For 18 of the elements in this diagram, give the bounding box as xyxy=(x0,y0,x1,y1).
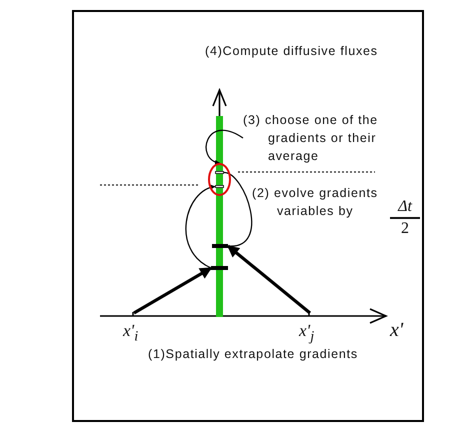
connector-line xyxy=(224,172,252,247)
point-label: x'$_{j}$ xyxy=(299,322,314,344)
step-label: (1)Spatially extrapolate gradients xyxy=(148,347,358,361)
step-note: (2) evolve gradients variables by xyxy=(252,185,379,220)
arrow xyxy=(206,130,244,164)
arrow xyxy=(133,266,212,314)
fraction-denominator: 2 xyxy=(400,221,410,237)
point-label: x'$_{i}$ xyxy=(123,322,138,344)
face-marker xyxy=(215,185,224,188)
gradient-marker xyxy=(211,266,228,270)
axis-label: x' xyxy=(390,320,404,340)
face-marker xyxy=(215,171,224,174)
gradient-marker xyxy=(212,244,228,248)
fraction-numerator: Δt xyxy=(396,199,414,215)
step-label: (4)Compute diffusive fluxes xyxy=(205,44,378,58)
arrow xyxy=(185,185,216,269)
arrow xyxy=(226,244,312,314)
step-note: (3) choose one of the gradients or their average xyxy=(243,111,423,165)
